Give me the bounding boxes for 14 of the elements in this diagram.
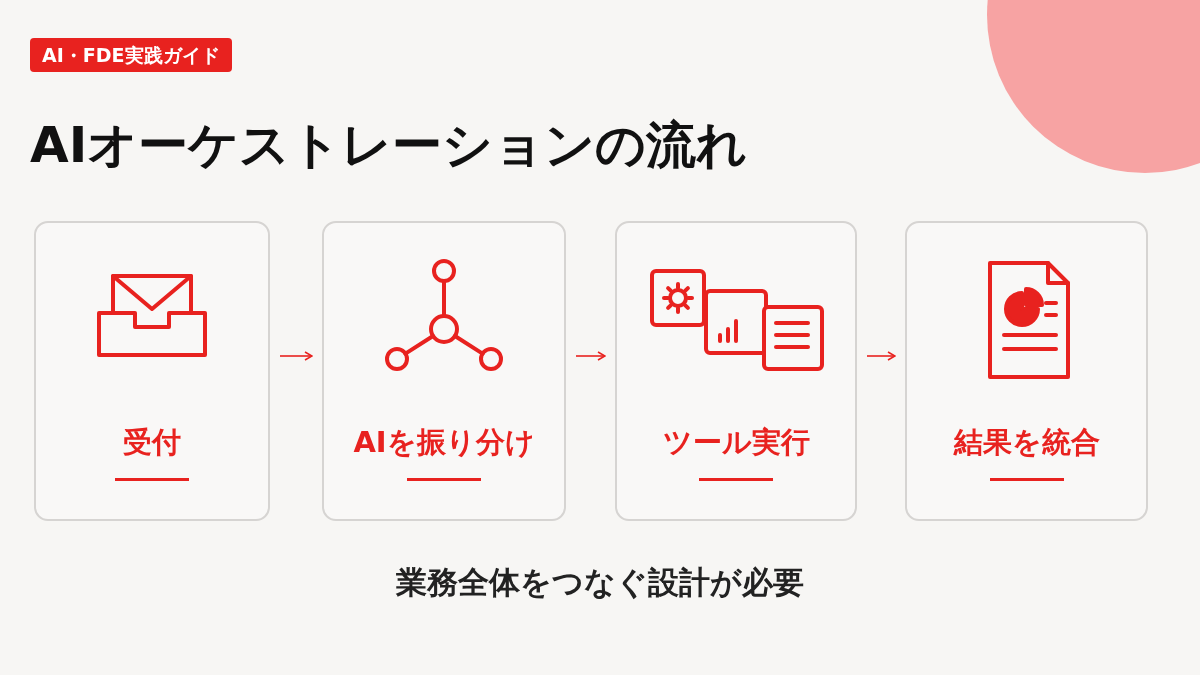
step-card — [905, 221, 1148, 521]
arrow — [866, 351, 896, 361]
category-badge: AI・FDE実践ガイド — [30, 38, 232, 72]
step-card — [322, 221, 566, 521]
step-label: 受付 — [122, 424, 182, 461]
arrow — [279, 351, 313, 361]
step-card — [34, 221, 270, 521]
arrow — [575, 351, 606, 361]
step-card — [615, 221, 857, 521]
step-label: AIを振り分け — [352, 424, 536, 461]
summary-text: 業務全体をつなぐ設計が必要 — [395, 563, 805, 602]
step-label: 結果を統合 — [952, 424, 1101, 461]
title: AIオーケストレーションの流れ — [30, 115, 748, 176]
step-label: ツール実行 — [661, 424, 811, 461]
